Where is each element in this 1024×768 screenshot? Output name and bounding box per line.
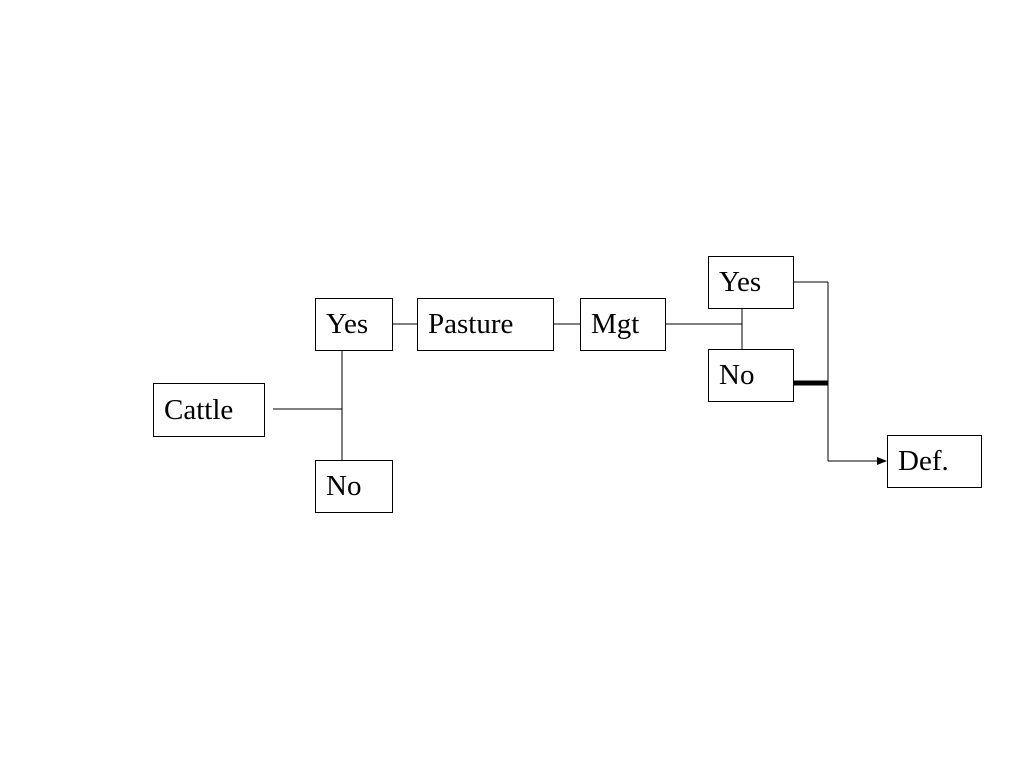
node-cattle: Cattle <box>153 383 265 437</box>
node-pasture: Pasture <box>417 298 554 351</box>
node-yes-2: Yes <box>708 256 794 309</box>
node-yes-1: Yes <box>315 298 393 351</box>
node-no-1: No <box>315 460 393 513</box>
node-no-2: No <box>708 349 794 402</box>
node-def: Def. <box>887 435 982 488</box>
node-mgt: Mgt <box>580 298 666 351</box>
